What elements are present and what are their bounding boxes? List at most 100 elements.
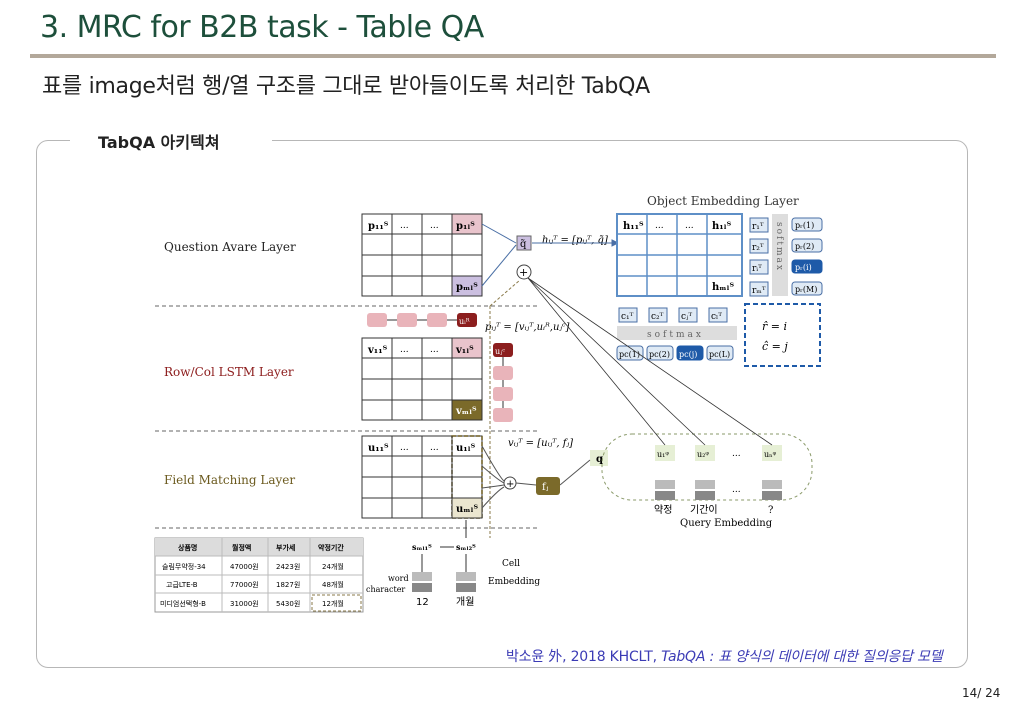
col-emb-2: c₂ᵀ: [651, 312, 664, 322]
p-equation: pᵢⱼᵀ = [vᵢⱼᵀ,uᵢᴿ,uⱼᶜ]: [485, 322, 570, 333]
question-aware-layer-label: Question Avare Layer: [164, 240, 296, 254]
cell-word-label: word: [388, 574, 409, 583]
row-prob-M: pᵣ(M): [795, 285, 817, 294]
table-cell: 31000원: [230, 599, 259, 608]
cell-v1L: v₁ₗᵀ: [455, 345, 474, 356]
query-token-2: u₂ᵠ: [697, 450, 709, 459]
title-divider: [30, 54, 996, 58]
query-word-2: 기간이: [690, 504, 718, 516]
table-cell: 1827원: [276, 580, 300, 589]
row-emb-i: rᵢᵀ: [752, 264, 762, 274]
source-table: 상품명 월정액 부가세 약정기간 슬림무약정-34 47000원 2423원 2…: [154, 537, 364, 613]
dots: ...: [400, 221, 409, 231]
layer-separators: [155, 305, 540, 529]
cell-s2: sₘₗ₂ᵀ: [456, 542, 476, 552]
object-embedding-layer-label: Object Embedding Layer: [647, 194, 799, 208]
cell-pML: pₘₗᵀ: [456, 282, 478, 293]
dots: ...: [655, 221, 664, 231]
table-cell: 47000원: [230, 562, 259, 571]
row-prob-1: pᵣ(1): [795, 221, 814, 230]
table-cell: 미디엄선택형-B: [160, 599, 206, 608]
citation-prefix: 박소윤 外, 2018 KHCLT,: [506, 649, 662, 665]
citation: 박소윤 外, 2018 KHCLT, TabQA : 표 양식의 데이터에 대한…: [506, 646, 943, 666]
query-token-n: uₙᵠ: [764, 450, 777, 459]
q-tilde-node: [516, 235, 532, 251]
cell-vML: vₘₗᵀ: [455, 406, 477, 417]
v-equation: vᵢⱼᵀ = [uᵢⱼᵀ, fⱼ]: [508, 438, 573, 449]
plus-node: [516, 264, 532, 280]
u-c-label: uⱼᶜ: [495, 347, 505, 356]
query-token-dots: ...: [732, 449, 741, 459]
query-word-1: 약정: [654, 504, 672, 516]
table-cell: 슬림무약정-34: [162, 562, 206, 571]
fj-label: fⱼ: [542, 482, 549, 493]
field-matching-grid: u₁₁ᵀ ... ... u₁ₗᵀ uₘₗᵀ: [361, 435, 483, 519]
slide-subtitle: 표를 image처럼 행/열 구조를 그대로 받아들이도록 처리한 TabQA: [42, 74, 650, 99]
cell-embedding-label-2: Embedding: [488, 577, 540, 587]
cell-u1L: u₁ₗᵀ: [456, 443, 476, 454]
field-matching-layer-label: Field Matching Layer: [164, 473, 295, 487]
col-softmax: softmax: [647, 330, 704, 340]
lstm-grid: v₁₁ᵀ ... ... v₁ₗᵀ vₘₗᵀ: [361, 337, 483, 421]
query-token-1: u₁ᵠ: [657, 450, 669, 459]
diagram-panel: [36, 140, 968, 668]
query-embedding-label: Query Embedding: [680, 518, 773, 529]
query-embedding: u₁ᵠ u₂ᵠ ... uₙᵠ 약정 기간이 ... ? Query Embed…: [601, 433, 813, 529]
row-softmax: softmax: [774, 222, 784, 272]
panel-label-gap: [70, 132, 272, 148]
cell-token-month: 개월: [456, 596, 474, 608]
c-hat: ĉ = j: [762, 340, 788, 353]
h-equation: hᵢⱼᵀ = [pᵢⱼᵀ, q̃]: [542, 235, 608, 246]
table-cell: 5430원: [276, 599, 300, 608]
field-plus-symbol: +: [506, 479, 514, 490]
slide-title: 3. MRC for B2B task - Table QA: [40, 10, 484, 45]
row-emb-M: rₘᵀ: [752, 286, 766, 296]
q-label: q: [596, 454, 603, 465]
dots: ...: [430, 221, 439, 231]
cell-hML: hₘₗᵀ: [712, 282, 734, 293]
dots: ...: [430, 345, 439, 355]
object-embedding-grid: h₁₁ᵀ ... ... h₁ₗᵀ hₘₗᵀ: [616, 213, 743, 297]
row-embeddings: r₁ᵀ r₂ᵀ rᵢᵀ rₘᵀ softmax pᵣ(1) pᵣ(2) pᵣ(i…: [749, 214, 823, 297]
cell-v11: v₁₁ᵀ: [367, 345, 388, 356]
plus-symbol: +: [519, 266, 528, 279]
col-prob-L: pc(L): [709, 350, 730, 359]
cell-h11: h₁₁ᵀ: [623, 221, 644, 232]
dots: ...: [400, 345, 409, 355]
col-emb-j: cⱼᵀ: [681, 312, 692, 322]
tabqa-architecture-diagram: Question Avare Layer Row/Col LSTM Layer …: [154, 194, 823, 613]
table-cell: 2423원: [276, 562, 300, 571]
row-col-lstm-layer-label: Row/Col LSTM Layer: [164, 365, 294, 379]
row-emb-1: r₁ᵀ: [752, 222, 764, 232]
table-cell: 77000원: [230, 580, 259, 589]
table-header-vat: 부가세: [276, 543, 295, 552]
row-emb-2: r₂ᵀ: [752, 243, 764, 253]
prediction-box: r̂ = i ĉ = j: [744, 303, 821, 367]
cell-p11: p₁₁ᵀ: [368, 221, 389, 232]
lstm-col-chain: uⱼᶜ: [493, 343, 513, 422]
query-word-n: ?: [768, 505, 773, 516]
panel-label: TabQA 아키텍쳐: [98, 133, 220, 152]
dots: ...: [430, 443, 439, 453]
r-hat: r̂ = i: [762, 320, 787, 333]
cell-p1L: p₁ₗᵀ: [456, 221, 475, 232]
u-r-label: uᵢᴿ: [459, 317, 470, 326]
question-aware-grid: p₁₁ᵀ ... ... p₁ₗᵀ pₘₗᵀ: [361, 213, 483, 297]
table-cell: 고급LTE-B: [166, 581, 198, 589]
dots: ...: [400, 443, 409, 453]
col-emb-1: c₁ᵀ: [621, 312, 634, 322]
table-cell: 12개월: [322, 599, 344, 608]
col-prob-2: pc(2): [649, 350, 670, 359]
cell-h1L: h₁ₗᵀ: [712, 221, 732, 232]
col-prob-j: pc(j): [679, 350, 697, 359]
citation-title: TabQA : 표 양식의 데이터에 대한 질의응답 모델: [661, 649, 943, 665]
col-emb-L: cₗᵀ: [711, 312, 722, 322]
table-header-term: 약정기간: [318, 543, 344, 552]
col-prob-1: pc(1): [619, 350, 640, 359]
q-tilde-label: q̃: [520, 239, 527, 250]
cell-u11: u₁₁ᵀ: [368, 443, 389, 454]
lstm-row-chain: uᵢᴿ: [367, 313, 477, 327]
column-embeddings: c₁ᵀ c₂ᵀ cⱼᵀ cₗᵀ softmax pc(1) pc(2) pc(j…: [616, 307, 737, 361]
table-cell: 24개월: [322, 562, 344, 571]
row-prob-2: pᵣ(2): [795, 242, 814, 251]
